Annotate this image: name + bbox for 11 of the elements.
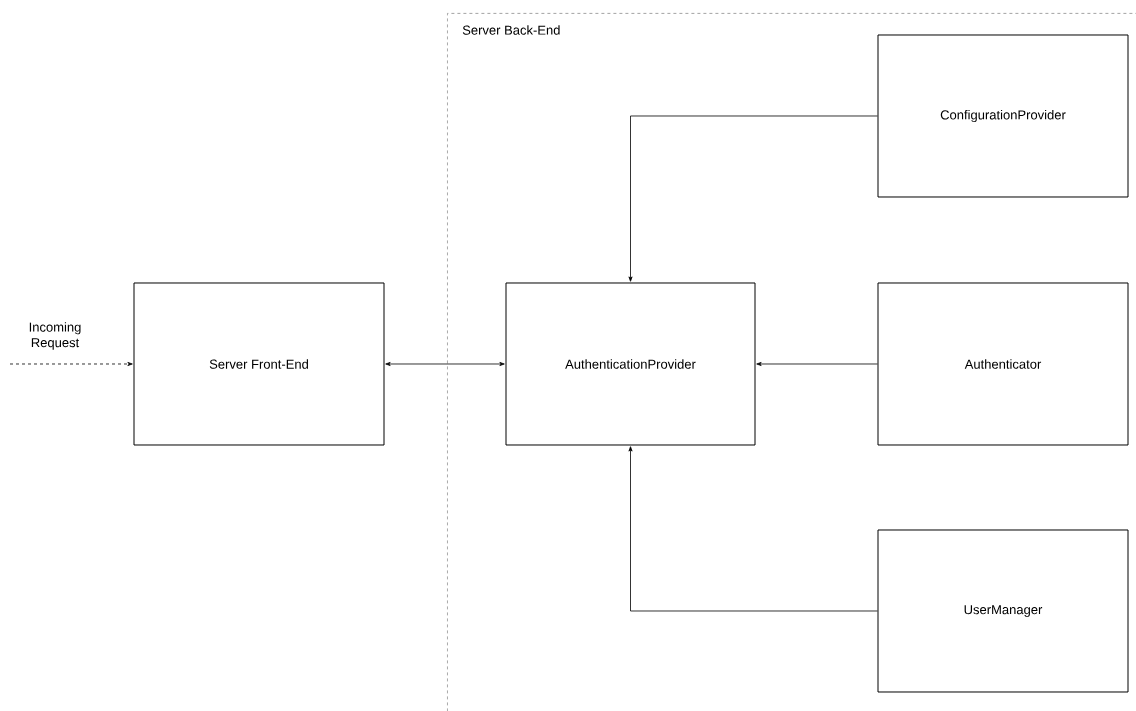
arrow: [628, 446, 878, 612]
arrow: [9, 362, 133, 366]
component-box: Server Front-End: [133, 282, 385, 446]
arrow: [385, 362, 505, 366]
edge-label: Incoming Request: [19, 321, 91, 351]
arrow: [756, 362, 878, 366]
component-box: Authenticator: [877, 282, 1129, 446]
arrow: [628, 115, 878, 282]
component-box: UserManager: [877, 529, 1129, 693]
component-box: ConfigurationProvider: [877, 34, 1129, 198]
component-box: AuthenticationProvider: [505, 282, 756, 446]
